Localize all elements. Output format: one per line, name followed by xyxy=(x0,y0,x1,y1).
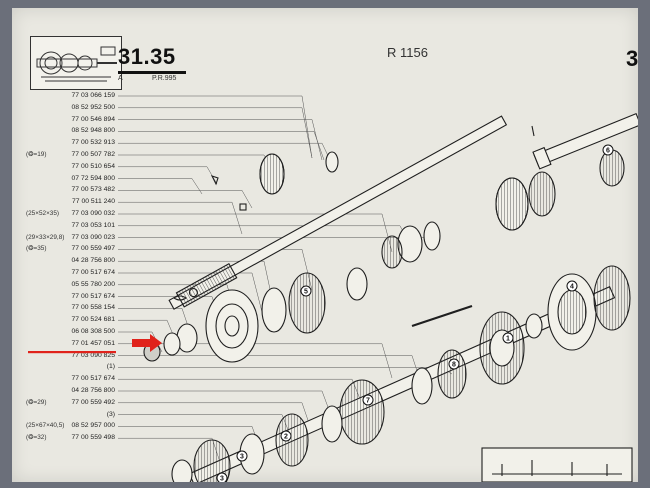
highlight-arrow xyxy=(132,334,162,352)
leader-line xyxy=(118,119,323,161)
callout-number: 5 xyxy=(304,289,308,296)
part-number: 77 03 090 032 xyxy=(71,210,115,217)
part-number: 77 00 524 681 xyxy=(71,316,115,324)
leader-line xyxy=(118,107,313,159)
next-page-number: 3 xyxy=(626,46,638,71)
part-number: 77 03 053 101 xyxy=(71,221,115,229)
shift-rod xyxy=(411,304,473,328)
part-number: (3) xyxy=(106,410,115,418)
page-reference: P.R.995 xyxy=(152,75,177,82)
gear-stack-upper xyxy=(259,149,625,269)
leader-line xyxy=(118,190,253,209)
part-number: 77 00 517 674 xyxy=(71,292,115,300)
part-number: 08 52 948 800 xyxy=(71,127,115,135)
part-number: 77 01 457 051 xyxy=(71,339,115,347)
gear-cluster-middle xyxy=(143,267,368,363)
part-number: 77 00 517 674 xyxy=(71,375,115,383)
model-label: R 1156 xyxy=(387,45,428,60)
small-key xyxy=(239,203,247,211)
part-number: 08 52 952 500 xyxy=(71,103,115,111)
gear-stack-lower xyxy=(171,265,631,482)
leader-line xyxy=(118,178,203,195)
part-note: (25×52×35) xyxy=(26,210,60,217)
part-number: 77 00 559 492 xyxy=(71,398,115,406)
gearbox-thumbnail xyxy=(30,36,122,90)
part-number: 06 08 308 500 xyxy=(71,328,115,335)
part-number: 04 28 756 800 xyxy=(71,257,115,265)
part-number: 08 52 957 000 xyxy=(71,422,115,430)
part-number: 77 03 066 159 xyxy=(71,92,115,99)
part-number: 77 00 573 482 xyxy=(71,186,115,194)
catalog-page: 31.35 A P.R.995 R 1156 3 77 03 066 159 08… xyxy=(12,8,638,482)
roll-pin xyxy=(210,175,219,186)
page-number: 31.35 xyxy=(118,44,176,69)
callout-number: 4 xyxy=(570,284,574,291)
part-note: (❂=32) xyxy=(26,434,47,442)
part-number: 77 00 532 913 xyxy=(71,139,115,147)
part-number: 77 00 507 782 xyxy=(71,151,115,158)
part-note: (❂=35) xyxy=(26,245,47,253)
part-number: 07 72 594 800 xyxy=(71,174,115,182)
leader-line xyxy=(118,201,243,235)
part-note: (25×67×40,5) xyxy=(26,422,65,430)
leader-line xyxy=(118,95,313,159)
part-number: 77 00 511 240 xyxy=(72,198,115,206)
clip xyxy=(173,295,187,301)
part-number: 77 03 090 023 xyxy=(71,233,115,241)
page-sub-letter: A xyxy=(118,75,123,82)
part-note: (29×33×29,8) xyxy=(26,233,65,241)
part-number: 77 00 517 674 xyxy=(71,269,115,276)
page-number-rule xyxy=(118,71,186,74)
callout-number: 3 xyxy=(220,476,224,483)
exploded-gear-drawing: 5 6 7 8 1 2 3 4 3 xyxy=(28,112,638,483)
leader-line xyxy=(118,343,393,379)
part-number: 77 00 558 154 xyxy=(71,304,115,312)
part-number: 77 00 559 497 xyxy=(71,245,115,253)
part-note: (❂=29) xyxy=(26,398,47,406)
callout-number: 2 xyxy=(284,434,288,441)
callout-markers: 5 6 7 8 1 2 3 4 3 xyxy=(216,144,614,483)
callout-number: 6 xyxy=(606,148,610,155)
callout-number: 7 xyxy=(366,398,370,405)
leader-line xyxy=(118,131,325,161)
part-number: 77 03 090 825 xyxy=(71,351,115,359)
callout-number: 8 xyxy=(452,362,456,369)
leader-line xyxy=(118,272,263,313)
callout-number: 1 xyxy=(506,336,510,343)
part-number: (1) xyxy=(106,363,115,371)
part-number: 04 28 756 800 xyxy=(71,387,115,394)
part-number: 05 55 780 200 xyxy=(71,280,115,288)
part-note: (❂=19) xyxy=(26,151,47,158)
highlight-underline xyxy=(28,351,116,354)
part-number: 77 00 510 654 xyxy=(71,162,115,170)
secondary-shaft-top xyxy=(532,112,638,170)
part-number: 77 00 559 498 xyxy=(71,434,115,442)
primary-shaft xyxy=(168,115,508,310)
pin xyxy=(531,125,535,137)
callout-number: 3 xyxy=(240,454,244,461)
part-number: 77 00 546 894 xyxy=(71,115,115,123)
inset-diagram xyxy=(481,447,633,482)
